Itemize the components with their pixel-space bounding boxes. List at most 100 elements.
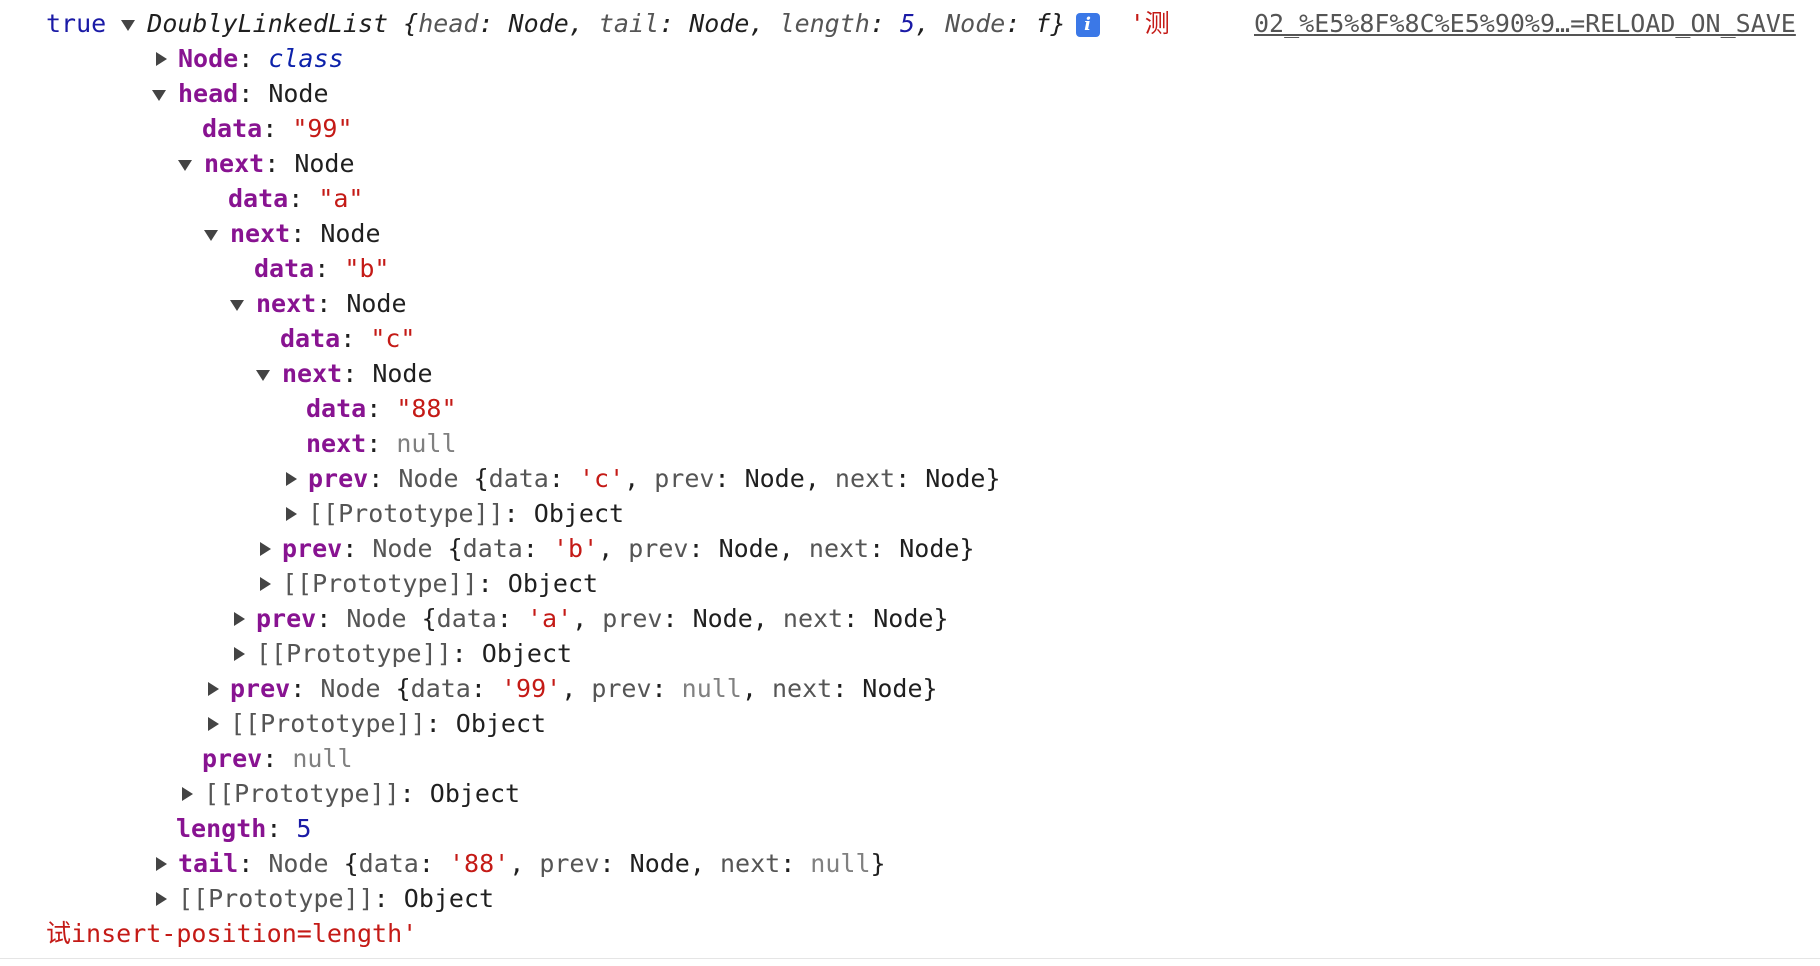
preview-key: prev <box>591 674 652 703</box>
property-value: "88" <box>396 394 457 423</box>
preview-value: Node <box>862 674 923 703</box>
property-key: prev <box>282 534 343 563</box>
preview-key: data <box>358 849 419 878</box>
tree-row-next[interactable]: next: Node <box>178 146 355 181</box>
summary-key: tail <box>598 9 660 38</box>
property-value: class <box>268 44 344 73</box>
preview-key: prev <box>602 604 663 633</box>
preview-key: data <box>410 674 471 703</box>
property-key: prev <box>202 744 263 773</box>
property-key: data <box>228 184 289 213</box>
property-value: Object <box>403 884 495 913</box>
source-link[interactable]: 02_%E5%8F%8C%E5%90%9…=RELOAD_ON_SAVE <box>1254 9 1796 38</box>
preview-value: '99' <box>500 674 562 703</box>
property-value: Object <box>455 709 547 738</box>
expand-toggle-icon[interactable] <box>204 216 230 251</box>
prototype-label: [[Prototype]] <box>178 884 374 913</box>
preview-key: prev <box>628 534 689 563</box>
preview-key: data <box>462 534 523 563</box>
tree-row-prototype[interactable]: [[Prototype]]: Object <box>178 776 520 811</box>
tree-row-prototype[interactable]: [[Prototype]]: Object <box>256 566 598 601</box>
preview-key: next <box>771 674 833 703</box>
tree-row-prev[interactable]: prev: Node {data: '99', prev: null, next… <box>204 671 938 706</box>
preview-value: Node <box>718 534 779 563</box>
preview-value: 'b' <box>552 534 599 563</box>
prototype-label: [[Prototype]] <box>256 639 452 668</box>
summary-key: head <box>418 9 479 38</box>
expand-toggle-icon[interactable] <box>152 881 178 916</box>
tree-row-length: length: 5 <box>176 814 312 843</box>
expand-toggle-icon[interactable] <box>152 76 178 111</box>
prototype-label: [[Prototype]] <box>308 499 504 528</box>
tree-row-prototype[interactable]: [[Prototype]]: Object <box>282 496 624 531</box>
preview-value: Node <box>744 464 805 493</box>
expand-toggle-icon[interactable] <box>256 531 282 566</box>
object-summary[interactable]: DoublyLinkedList {head: Node, tail: Node… <box>147 9 1066 38</box>
log-message-end-row: 试insert-position=length' <box>46 916 417 951</box>
expand-toggle-icon[interactable] <box>152 846 178 881</box>
property-key: data <box>254 254 315 283</box>
property-value: Node <box>346 289 407 318</box>
tree-row-node-class[interactable]: Node: class <box>152 41 344 76</box>
property-key: next <box>282 359 343 388</box>
property-key: prev <box>230 674 291 703</box>
tree-row-prototype[interactable]: [[Prototype]]: Object <box>152 881 494 916</box>
log-message-start: '测 <box>1129 9 1170 38</box>
class-name: DoublyLinkedList <box>147 9 389 38</box>
tree-row-next[interactable]: next: Node <box>230 286 407 321</box>
tree-row-next[interactable]: next: Node <box>204 216 381 251</box>
tree-row-prototype[interactable]: [[Prototype]]: Object <box>204 706 546 741</box>
property-value: null <box>292 744 353 773</box>
property-key: Node <box>178 44 239 73</box>
tree-row-data: data: "b" <box>254 254 390 283</box>
expand-toggle-icon[interactable] <box>256 566 282 601</box>
info-icon[interactable]: i <box>1075 13 1100 37</box>
preview-key: next <box>719 849 781 878</box>
preview-value: Node <box>629 849 690 878</box>
property-value: Node <box>320 674 381 703</box>
expand-toggle-icon[interactable] <box>121 6 147 41</box>
preview-value: null <box>681 674 742 703</box>
preview-value: null <box>810 849 871 878</box>
tree-row-prev[interactable]: prev: Node {data: 'c', prev: Node, next:… <box>282 461 1001 496</box>
tree-row-head[interactable]: head: Node <box>152 76 329 111</box>
preview-value: Node <box>692 604 753 633</box>
tree-row-data: data: "a" <box>228 184 364 213</box>
tree-row-prev[interactable]: prev: Node {data: 'b', prev: Node, next:… <box>256 531 975 566</box>
property-key: data <box>280 324 341 353</box>
summary-value: Node <box>508 9 569 38</box>
expand-toggle-icon[interactable] <box>230 601 256 636</box>
expand-toggle-icon[interactable] <box>282 496 308 531</box>
property-value: "b" <box>344 254 390 283</box>
preview-key: data <box>488 464 549 493</box>
expand-toggle-icon[interactable] <box>204 671 230 706</box>
preview-key: next <box>808 534 870 563</box>
expand-toggle-icon[interactable] <box>256 356 282 391</box>
property-key: next <box>230 219 291 248</box>
prototype-label: [[Prototype]] <box>204 779 400 808</box>
expand-toggle-icon[interactable] <box>204 706 230 741</box>
preview-key: prev <box>539 849 600 878</box>
preview-value: Node <box>873 604 934 633</box>
property-key: next <box>306 429 367 458</box>
property-value: Node <box>268 79 329 108</box>
property-value: "c" <box>370 324 416 353</box>
summary-key: Node <box>945 9 1006 38</box>
tree-row-data: data: "99" <box>202 114 353 143</box>
expand-toggle-icon[interactable] <box>178 776 204 811</box>
prototype-label: [[Prototype]] <box>282 569 478 598</box>
expand-toggle-icon[interactable] <box>152 41 178 76</box>
expand-toggle-icon[interactable] <box>230 636 256 671</box>
tree-row-prototype[interactable]: [[Prototype]]: Object <box>230 636 572 671</box>
property-key: data <box>202 114 263 143</box>
tree-row-tail[interactable]: tail: Node {data: '88', prev: Node, next… <box>152 846 886 881</box>
preview-value: Node <box>925 464 986 493</box>
preview-key: next <box>782 604 844 633</box>
console-log-row: true DoublyLinkedList {head: Node, tail:… <box>46 6 1170 41</box>
tree-row-prev[interactable]: prev: Node {data: 'a', prev: Node, next:… <box>230 601 949 636</box>
tree-row-next[interactable]: next: Node <box>256 356 433 391</box>
property-key: next <box>204 149 265 178</box>
expand-toggle-icon[interactable] <box>178 146 204 181</box>
expand-toggle-icon[interactable] <box>282 461 308 496</box>
expand-toggle-icon[interactable] <box>230 286 256 321</box>
